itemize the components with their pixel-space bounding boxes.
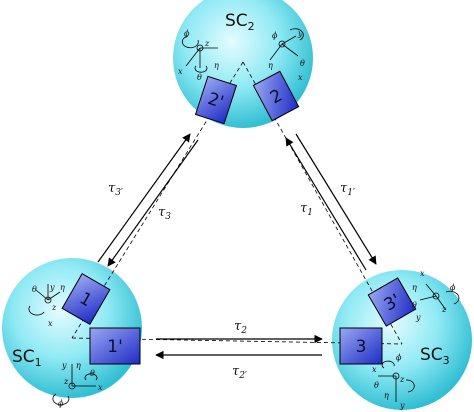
laser-links: [97, 133, 377, 360]
frame-sc2-right-y: y: [297, 29, 303, 38]
frame-sc2-right-x: x: [298, 73, 303, 82]
bench-3: 3: [339, 327, 383, 365]
frame-sc2-right-phi: ϕ: [272, 31, 278, 40]
frame-sc2-right: [269, 28, 304, 61]
frame-sc2-right-theta: θ: [300, 59, 305, 68]
bench-3-label: 3: [356, 337, 367, 357]
bench-1: 1: [61, 272, 111, 326]
frame-sc1-lower-theta: θ: [90, 369, 95, 378]
frame-sc1-lower-eta: η: [76, 361, 81, 370]
frame-sc1-upper-x: x: [48, 319, 53, 328]
link-label-tau-2: τ2: [234, 319, 247, 336]
link-arrow-1-prime: [295, 133, 377, 265]
frame-sc3-upper-eta: η: [412, 283, 417, 292]
frame-sc2-left-theta: θ: [197, 73, 202, 82]
bench-2-prime: 2': [194, 75, 238, 125]
frame-sc2-left-z: z: [204, 39, 210, 48]
frame-sc3-upper-z: z: [441, 305, 447, 314]
spacecraft-3-sphere: [332, 270, 472, 410]
frame-sc3-upper-y: y: [415, 313, 421, 322]
frame-sc3-upper-x: x: [420, 269, 425, 278]
frame-sc3-lower-theta: θ: [374, 381, 379, 390]
frame-sc3-lower-x: x: [372, 365, 377, 374]
frame-sc1-upper-eta: η: [60, 283, 65, 292]
link-label-tau-1: τ1: [300, 201, 313, 218]
frame-sc2-right-eta: η: [268, 61, 273, 70]
spacecraft-1-label: SC1: [12, 347, 42, 369]
frame-sc1-lower-y: y: [61, 361, 67, 370]
frame-sc1-lower-x: x: [98, 383, 103, 392]
frame-sc3-upper-phi: ϕ: [450, 283, 456, 292]
frame-sc2-left-eta: η: [214, 61, 219, 70]
link-arrow-3: [107, 139, 199, 267]
spacecraft-3-label: SC3: [420, 345, 450, 367]
link-arrow-3-prime: [97, 133, 191, 263]
frame-sc1-lower-z: z: [63, 377, 69, 386]
link-label-tau-3-prime: τ3′: [108, 181, 123, 198]
frame-sc1-upper-theta: θ: [32, 285, 37, 294]
bench-2: 2: [252, 70, 300, 122]
frame-sc1-upper-y: y: [49, 283, 55, 292]
frame-sc2-left: [181, 35, 218, 73]
frame-sc3-lower-z: z: [399, 375, 405, 384]
bench-1-prime: 1': [89, 327, 141, 365]
frame-sc3-lower-eta: η: [384, 391, 389, 400]
frame-sc3-lower-phi: ϕ: [396, 353, 402, 362]
spacecraft-2-label: SC2: [225, 11, 255, 33]
frame-sc1-upper: [28, 284, 61, 316]
frame-sc1-lower: [52, 364, 98, 406]
link-label-tau-2-prime: τ2′: [232, 364, 247, 381]
frame-sc3-upper: [419, 283, 460, 311]
frame-sc3-lower: [378, 360, 415, 402]
bench-1-prime-label: 1': [107, 337, 123, 357]
frame-sc2-left-phi: ϕ: [184, 29, 190, 38]
frame-sc1-upper-z: z: [51, 303, 57, 312]
bench-3-prime: 3': [367, 277, 417, 327]
link-label-tau-1-prime: τ1′: [340, 181, 355, 198]
link-arrow-1: [285, 137, 367, 271]
frame-sc1-lower-phi: ϕ: [58, 399, 64, 408]
frame-sc2-left-x: x: [178, 67, 183, 76]
link-label-tau-3: τ3: [158, 205, 171, 222]
bench-2-prime-label: 2': [205, 89, 226, 113]
frame-sc3-upper-theta: θ: [412, 301, 417, 310]
frame-sc3-lower-y: y: [399, 401, 405, 410]
